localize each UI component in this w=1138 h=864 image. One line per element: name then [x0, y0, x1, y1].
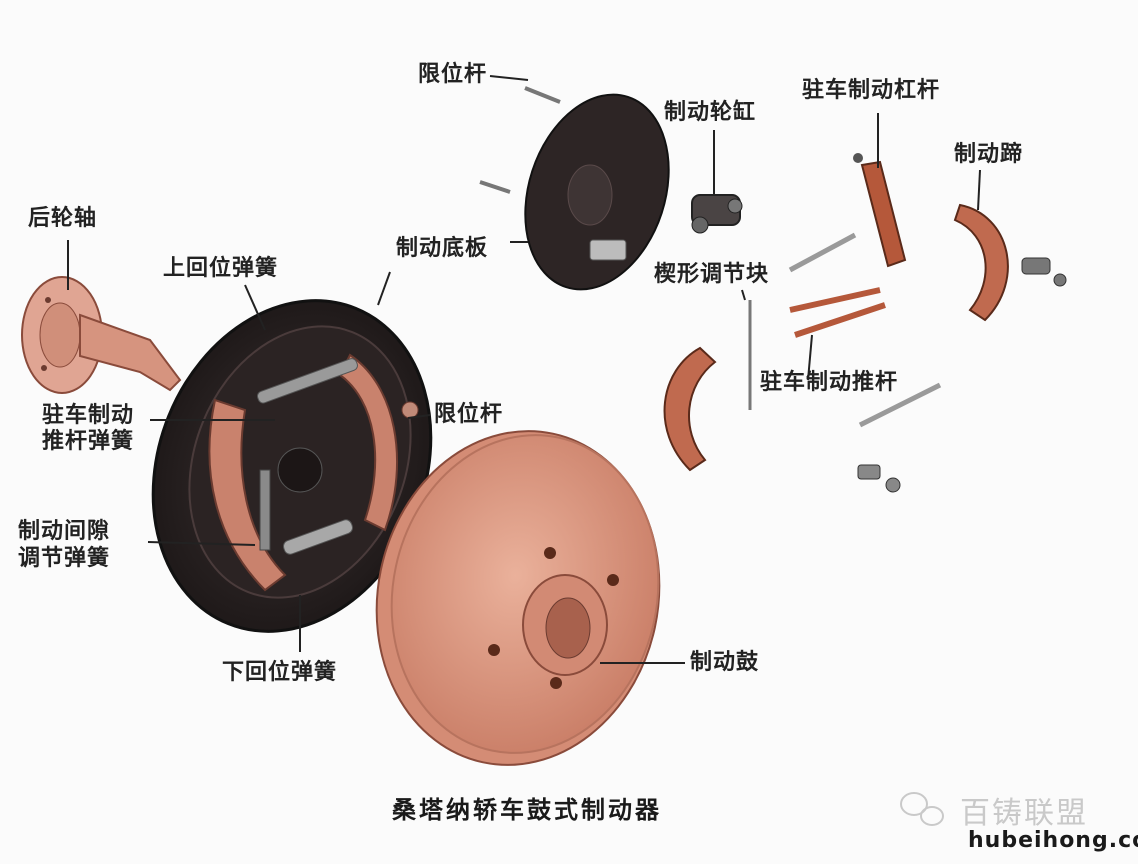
label-limit-rod-mid: 限位杆 [434, 402, 504, 427]
wheel-cylinder-part [691, 194, 743, 234]
label-parking-push-spring-line1: 驻车制动 [42, 403, 135, 428]
backing-plate-part [479, 86, 670, 291]
brake-shoe-left-part [663, 346, 717, 472]
label-lower-return-spring: 下回位弹簧 [222, 660, 338, 685]
label-brake-shoe: 制动蹄 [954, 142, 1024, 167]
parking-lever-part [853, 153, 907, 268]
label-clearance-spring-line2: 调节弹簧 [18, 546, 111, 571]
springs-and-rods [748, 232, 942, 493]
label-backing-plate: 制动底板 [396, 236, 489, 261]
wechat-icon [900, 792, 944, 826]
label-upper-return-spring: 上回位弹簧 [163, 256, 279, 281]
label-parking-push-rod: 驻车制动推杆 [760, 370, 899, 395]
label-parking-push-spring-line2: 推杆弹簧 [42, 429, 135, 454]
label-parking-lever: 驻车制动杠杆 [802, 78, 941, 103]
label-rear-axle: 后轮轴 [28, 206, 98, 231]
brake-drum-part [375, 430, 661, 766]
leader-lines [67, 75, 981, 664]
watermark-url: hubeihong.com [968, 828, 1138, 853]
label-limit-rod-top: 限位杆 [418, 62, 488, 87]
rear-axle-part [21, 276, 182, 394]
label-brake-drum: 制动鼓 [690, 650, 760, 675]
figure-caption: 桑塔纳轿车鼓式制动器 [392, 796, 662, 824]
brake-shoe-right-part [953, 203, 1067, 322]
watermark-brand: 百铸联盟 [960, 796, 1088, 831]
label-wedge-adjuster: 楔形调节块 [654, 262, 770, 287]
label-wheel-cylinder: 制动轮缸 [664, 100, 757, 125]
label-clearance-spring-line1: 制动间隙 [18, 519, 111, 544]
